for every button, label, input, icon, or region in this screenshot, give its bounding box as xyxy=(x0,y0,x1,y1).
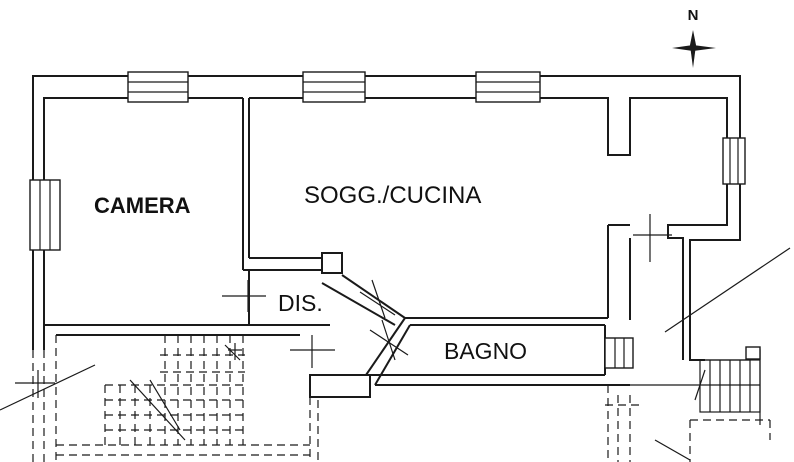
door-mark-corridor-1 xyxy=(359,279,396,319)
outer-wall-interior xyxy=(43,97,728,360)
window-left-camera xyxy=(29,179,61,251)
window-top-soggiorno-2 xyxy=(475,71,541,103)
dis-top-wall xyxy=(243,257,322,271)
staircase-left xyxy=(104,335,245,445)
entrance-block xyxy=(309,374,371,398)
room-label-soggiorno: SOGG./CUCINA xyxy=(304,182,481,209)
exterior-diagonal-right xyxy=(664,247,791,333)
dashed-left-wall xyxy=(32,335,57,462)
left-cross xyxy=(15,370,55,398)
compass-cross-icon xyxy=(672,45,716,51)
camera-partition-wall xyxy=(242,98,250,270)
staircase-right xyxy=(694,346,761,413)
door-mark-corridor-2 xyxy=(369,319,409,361)
window-top-camera xyxy=(127,71,189,103)
compass-label: N xyxy=(688,7,699,24)
soggiorno-right-wall xyxy=(607,224,631,320)
exterior-diagonal-left xyxy=(0,364,96,411)
room-label-bagno: BAGNO xyxy=(444,338,527,364)
north-compass: N xyxy=(672,7,716,68)
column-block xyxy=(321,252,343,274)
outer-wall-exterior xyxy=(32,75,741,361)
door-mark-soggiorno xyxy=(633,214,672,262)
window-top-soggiorno-1 xyxy=(302,71,366,103)
corridor-diagonal-upper xyxy=(341,274,406,319)
dashed-right-lower xyxy=(689,419,771,462)
corridor-diagonal-lower xyxy=(321,282,396,326)
corridor-diagonal-bagno-upper xyxy=(365,317,406,376)
corridor-diagonal-bagno-lower xyxy=(374,324,411,386)
door-mark-entrance xyxy=(290,335,335,368)
window-bagno xyxy=(604,337,634,369)
room-label-camera: CAMERA xyxy=(94,193,191,218)
bagno-top-wall xyxy=(405,317,608,326)
room-label-dis: DIS. xyxy=(278,290,323,316)
dashed-lower-right xyxy=(605,385,640,462)
window-right-soggiorno xyxy=(722,137,746,185)
door-mark-dis xyxy=(222,280,266,312)
camera-bottom-wall xyxy=(44,324,330,336)
exterior-diagonal-bottom-right xyxy=(654,439,691,461)
